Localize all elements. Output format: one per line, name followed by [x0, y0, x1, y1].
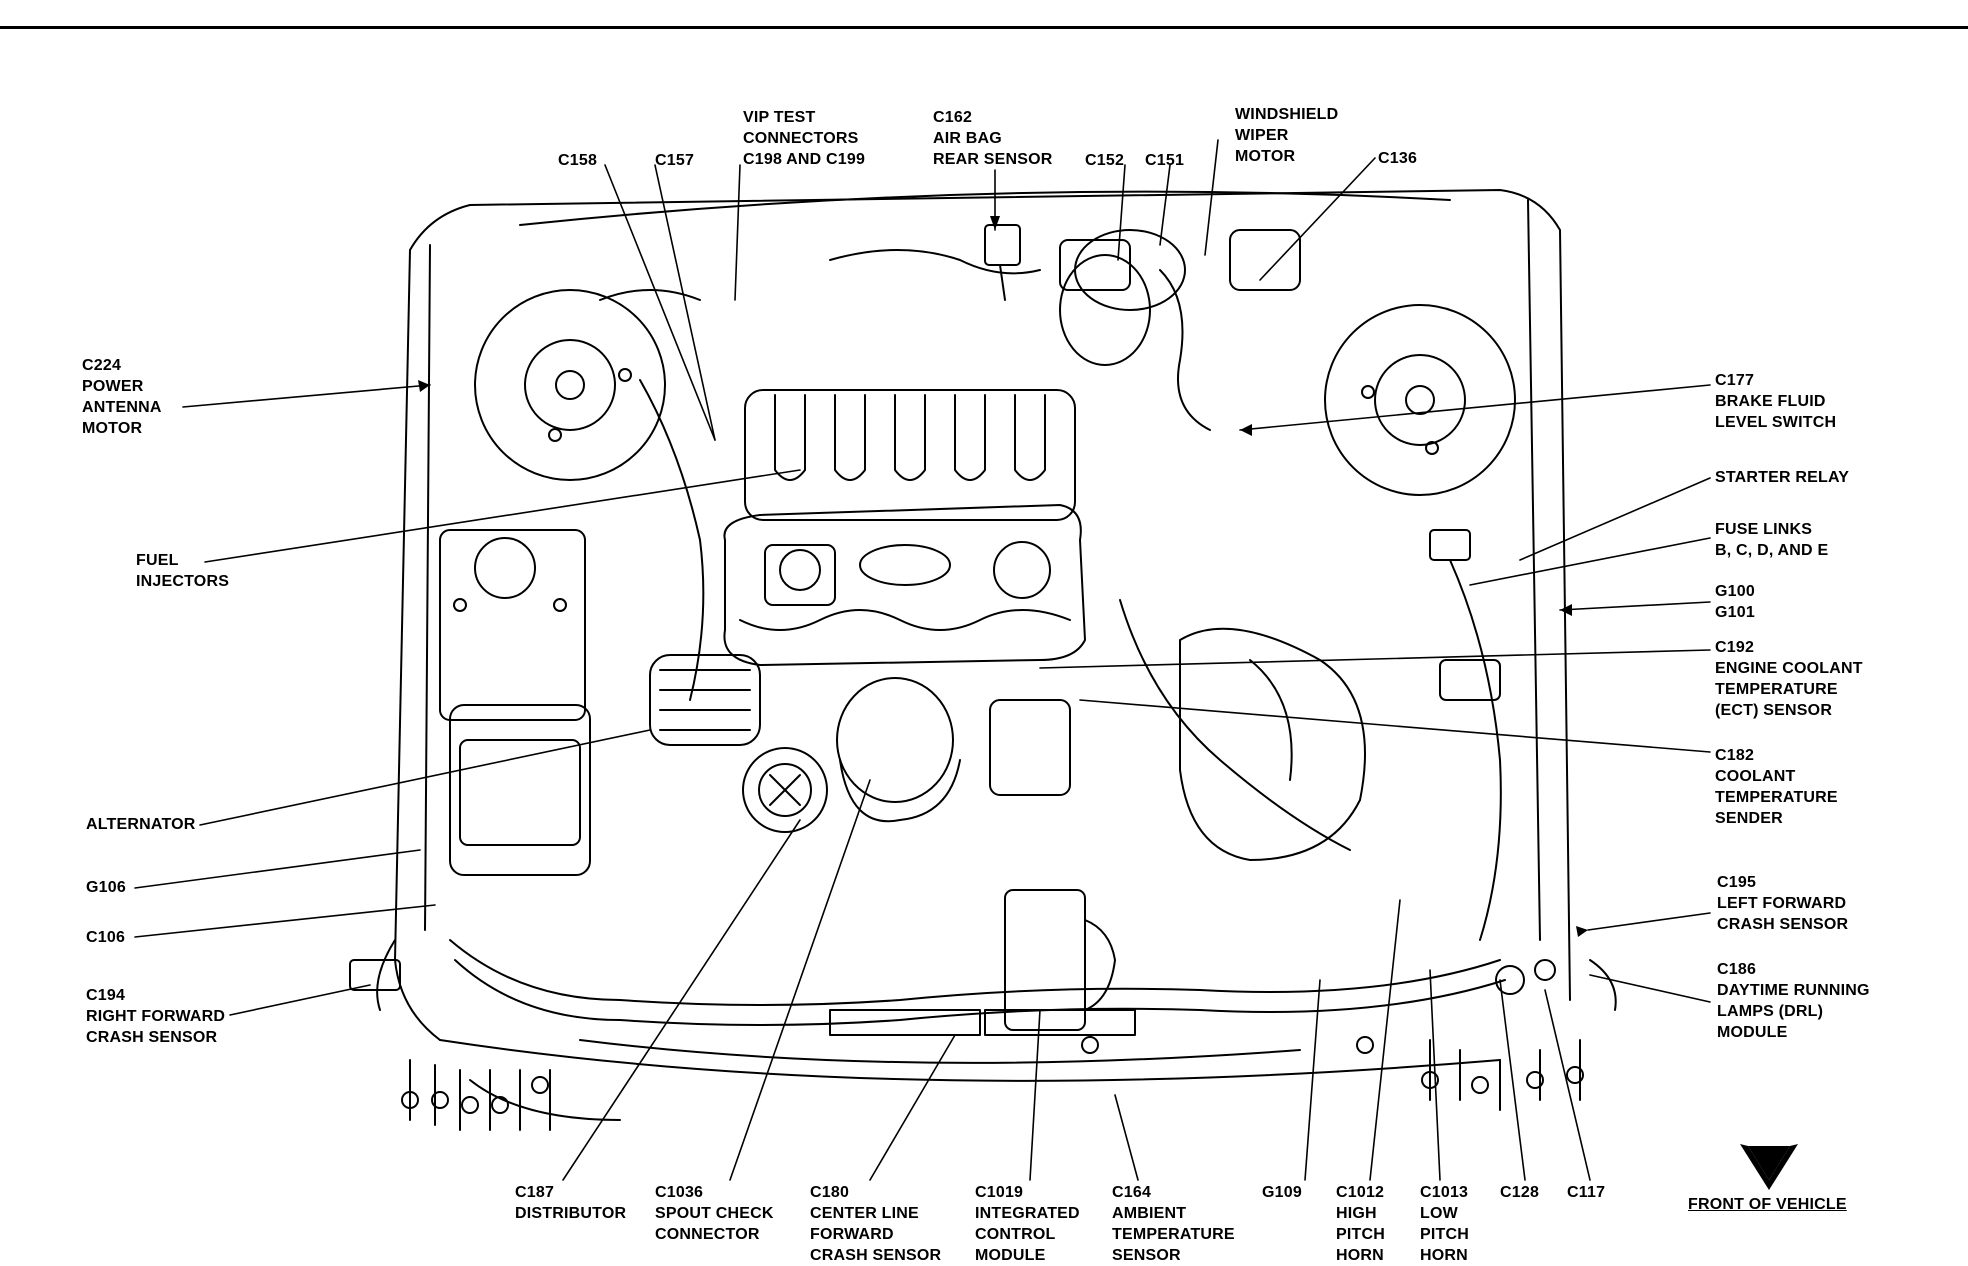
label-c192-ect-sensor: C192 ENGINE COOLANT TEMPERATURE (ECT) SE… [1715, 639, 1863, 719]
top-border-rule [0, 26, 1968, 29]
right-strut-tower [1324, 304, 1516, 496]
label-c187-distributor: C187 DISTRIBUTOR [515, 1184, 627, 1222]
label-c224-power-antenna-motor: C224 POWER ANTENNA MOTOR [82, 357, 162, 437]
label-c195-left-forward-crash-sensor: C195 LEFT FORWARD CRASH SENSOR [1717, 874, 1849, 933]
distributor [742, 747, 828, 833]
label-c128: C128 [1500, 1184, 1540, 1201]
label-fuse-links: FUSE LINKS B, C, D, AND E [1715, 521, 1829, 559]
label-c164-ambient-temperature-sensor: C164 AMBIENT TEMPERATURE SENSOR [1112, 1184, 1235, 1264]
label-c1013-low-pitch-horn: C1013 LOW PITCH HORN [1420, 1184, 1469, 1264]
label-front-of-vehicle: FRONT OF VEHICLE [1688, 1196, 1847, 1213]
label-c158: C158 [558, 152, 598, 169]
label-starter-relay: STARTER RELAY [1715, 469, 1850, 486]
leader-lines [134, 139, 1711, 1181]
wiper-motor-part [1074, 229, 1301, 311]
integrated-control-module-body [1004, 889, 1116, 1031]
label-c157: C157 [655, 152, 695, 169]
valve-cover [723, 504, 1086, 666]
label-c162-air-bag-rear-sensor: C162 AIR BAG REAR SENSOR [933, 109, 1053, 168]
label-c1012-high-pitch-horn: C1012 HIGH PITCH HORN [1336, 1184, 1385, 1264]
right-front-connectors [1421, 959, 1617, 1111]
label-c177-brake-fluid-level-switch: C177 BRAKE FLUID LEVEL SWITCH [1715, 372, 1837, 431]
label-g106: G106 [86, 879, 126, 896]
air-bag-rear-sensor-part [984, 224, 1021, 301]
label-c182-coolant-temperature-sender: C182 COOLANT TEMPERATURE SENDER [1715, 747, 1838, 827]
label-c186-drl-module: C186 DAYTIME RUNNING LAMPS (DRL) MODULE [1717, 961, 1870, 1041]
brake-booster [1059, 239, 1211, 431]
radiator-support [469, 1009, 1374, 1121]
label-alternator: ALTERNATOR [86, 816, 196, 833]
label-c1036-spout-check-connector: C1036 SPOUT CHECK CONNECTOR [655, 1184, 774, 1243]
air-filter-housing [1179, 627, 1366, 861]
arrowheads [418, 216, 1588, 937]
label-vip-test-connectors: VIP TEST CONNECTORS C198 AND C199 [743, 109, 866, 168]
label-windshield-wiper-motor: WINDSHIELD WIPER MOTOR [1235, 106, 1339, 165]
wiring-harness [449, 249, 1506, 1026]
label-c1019-integrated-control-module: C1019 INTEGRATED CONTROL MODULE [975, 1184, 1080, 1264]
label-c117: C117 [1567, 1184, 1606, 1201]
label-c152: C152 [1085, 152, 1125, 169]
label-c194-right-forward-crash-sensor: C194 RIGHT FORWARD CRASH SENSOR [86, 987, 226, 1046]
label-c151: C151 [1145, 152, 1185, 169]
label-c180-center-line-forward-crash-sensor: C180 CENTER LINE FORWARD CRASH SENSOR [810, 1184, 942, 1264]
battery [439, 529, 591, 876]
label-g109: G109 [1262, 1184, 1302, 1201]
throttle-body [836, 677, 1071, 823]
body-outline [394, 189, 1571, 1082]
alternator [649, 654, 761, 746]
left-strut-tower [474, 289, 666, 481]
front-arrow-icon [1740, 1144, 1798, 1190]
label-c106: C106 [86, 929, 126, 946]
intake-runners [744, 389, 1076, 521]
label-g100-g101: G100 G101 [1715, 583, 1755, 621]
label-fuel-injectors: FUEL INJECTORS [136, 552, 230, 590]
label-c136: C136 [1378, 150, 1418, 167]
left-front-connectors [349, 939, 551, 1131]
